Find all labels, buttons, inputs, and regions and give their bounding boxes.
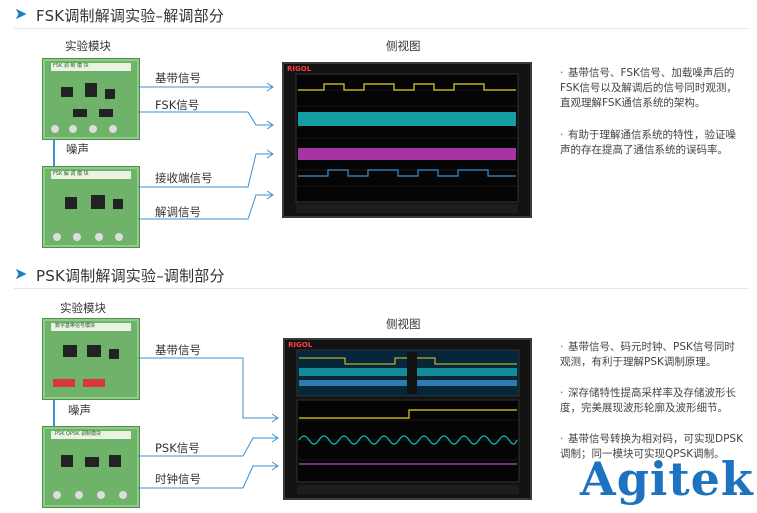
fsk-bullet-2: ·有助于理解通信系统的特性，验证噪声的存在提高了通信系统的误码率。 [560, 129, 736, 156]
psk-section-title: PSK调制解调实验–调制部分 [36, 267, 225, 285]
board-label: 数字基带信号模块 [55, 323, 96, 329]
psk-oscilloscope-screen: RIGOL [283, 338, 532, 500]
fsk-noise-label: 噪声 [66, 142, 89, 156]
scope-brand: RIGOL [287, 65, 312, 73]
board-label: FSK 调 制 模 块 [53, 63, 89, 69]
fsk-connector-lines [138, 82, 274, 220]
fsk-demodulation-board: FSK 解 调 模 块 [42, 166, 140, 248]
psk-module-label: 实验模块 [60, 301, 106, 315]
psk-signal-baseband: 基带信号 [155, 343, 201, 357]
psk-signal-clock: 时钟信号 [155, 472, 201, 486]
scope-brand: RIGOL [288, 341, 313, 349]
fsk-bullet-1: ·基带信号、FSK信号、加载噪声后的FSK信号以及解调后的信号同时观测， 直观理… [560, 67, 737, 109]
fsk-signal-receiver: 接收端信号 [155, 171, 213, 185]
fsk-signal-baseband: 基带信号 [155, 71, 201, 85]
psk-bullet-2-text: 深存储特性提高采样率及存储波形长度，完美展现波形轮廓及波形细节。 [560, 387, 736, 414]
fsk-section-title: FSK调制解调实验–解调部分 [36, 7, 225, 25]
psk-side-view-label: 侧视图 [386, 317, 421, 331]
board-label: FSK 解 调 模 块 [53, 171, 89, 177]
psk-noise-label: 噪声 [68, 403, 91, 417]
noise-connector [53, 140, 55, 166]
fsk-signal-fsk: FSK信号 [155, 98, 200, 112]
psk-modulation-board: PSK QPSK 调制模块 [42, 426, 140, 508]
fsk-oscilloscope-screen: RIGOL [282, 62, 532, 218]
board-label: PSK QPSK 调制模块 [55, 431, 102, 437]
section-arrow-icon: ➤ [14, 4, 28, 23]
agitek-logo: Agitek [580, 452, 754, 506]
psk-bullet-2: ·深存储特性提高采样率及存储波形长度，完美展现波形轮廓及波形细节。 [560, 387, 736, 414]
psk-baseband-board: 数字基带信号模块 [42, 318, 140, 400]
psk-signal-psk: PSK信号 [155, 441, 200, 455]
fsk-bullet-1-text: 基带信号、FSK信号、加载噪声后的FSK信号以及解调后的信号同时观测， 直观理解… [560, 67, 737, 109]
section-arrow-icon: ➤ [14, 264, 28, 283]
divider [14, 288, 749, 289]
fsk-modulation-board: FSK 调 制 模 块 [42, 58, 140, 140]
fsk-module-label: 实验模块 [65, 39, 111, 53]
divider [14, 28, 749, 29]
psk-bullet-3-text: 基带信号转换为相对码，可实现DPSK调制；同一模块可实现QPSK调制。 [560, 433, 743, 460]
noise-connector [53, 400, 55, 426]
fsk-signal-demod: 解调信号 [155, 205, 201, 219]
fsk-bullet-2-text: 有助于理解通信系统的特性，验证噪声的存在提高了通信系统的误码率。 [560, 129, 736, 156]
psk-connector-lines [138, 357, 279, 489]
psk-bullet-1-text: 基带信号、码元时钟、PSK信号同时观测，有利于理解PSK调制原理。 [560, 341, 735, 368]
psk-bullet-1: ·基带信号、码元时钟、PSK信号同时观测，有利于理解PSK调制原理。 [560, 341, 735, 368]
fsk-side-view-label: 侧视图 [386, 39, 421, 53]
psk-bullet-3: ·基带信号转换为相对码，可实现DPSK调制；同一模块可实现QPSK调制。 [560, 433, 743, 460]
